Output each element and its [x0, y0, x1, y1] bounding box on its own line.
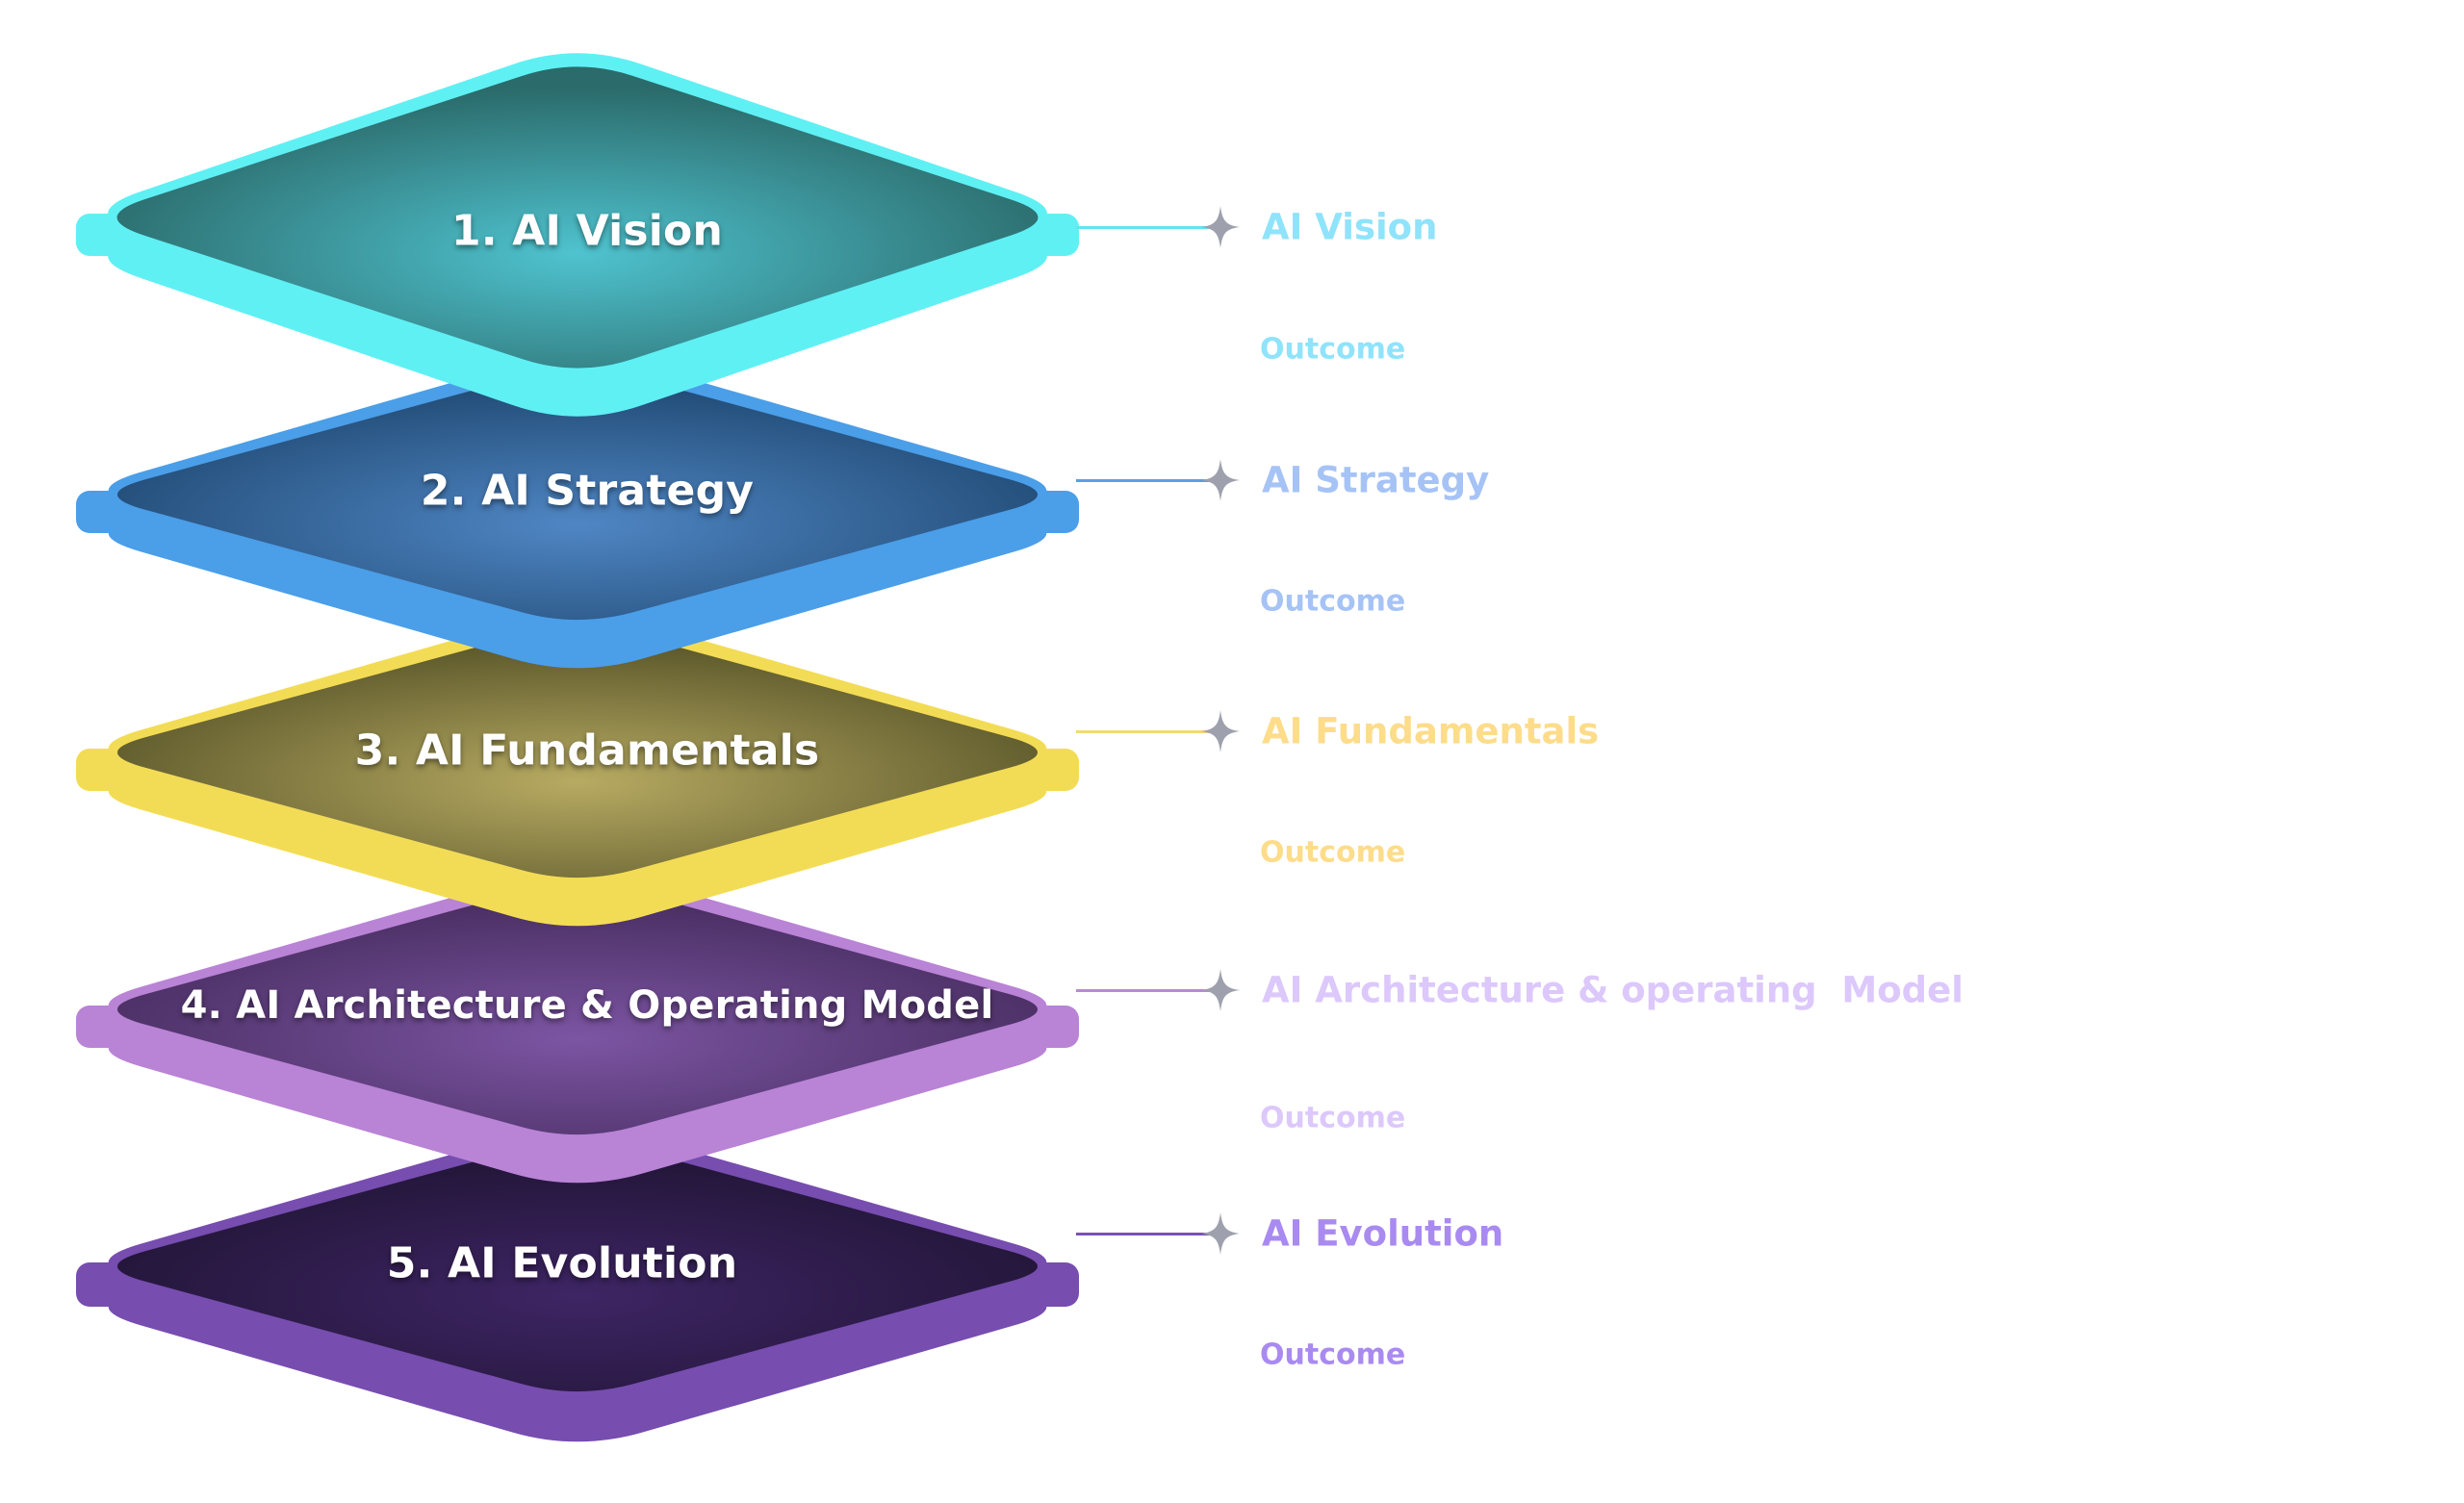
layer-2: [76, 355, 1079, 669]
four-point-star-icon: [1201, 206, 1240, 248]
connector-line: [1076, 730, 1211, 733]
layer-face: [116, 883, 1039, 1135]
layer-title: 1. AI Vision: [451, 206, 723, 256]
connector-line: [1076, 226, 1211, 229]
side-label: AI Architecture & operating Model: [1262, 969, 1964, 1011]
connector-line: [1076, 989, 1211, 992]
layer-face: [116, 626, 1039, 879]
side-label: AI Fundamentals: [1262, 710, 1600, 752]
connector-line: [1076, 479, 1211, 482]
connector-line: [1076, 1233, 1211, 1236]
layer-title: 3. AI Fundamentals: [354, 726, 820, 776]
layer-4: [76, 870, 1079, 1184]
layer-title: 4. AI Architecture & Operating Model: [180, 983, 994, 1028]
four-point-star-icon: [1201, 710, 1240, 752]
outcome-label: Outcome: [1260, 332, 1406, 367]
side-label: AI Evolution: [1262, 1212, 1504, 1255]
layer-face: [116, 66, 1039, 369]
side-label: AI Strategy: [1262, 459, 1490, 501]
four-point-star-icon: [1201, 969, 1240, 1011]
layer-5: [76, 1127, 1079, 1442]
outcome-label: Outcome: [1260, 1337, 1406, 1372]
four-point-star-icon: [1201, 459, 1240, 501]
outcome-label: Outcome: [1260, 584, 1406, 619]
layer-face: [116, 1140, 1039, 1392]
layer-1: [76, 53, 1079, 417]
layer-title: 5. AI Evolution: [386, 1238, 738, 1288]
layer-face: [116, 369, 1039, 621]
outcome-label: Outcome: [1260, 835, 1406, 870]
layer-3: [76, 613, 1079, 927]
four-point-star-icon: [1201, 1212, 1240, 1255]
side-label: AI Vision: [1262, 206, 1438, 248]
outcome-label: Outcome: [1260, 1101, 1406, 1135]
layer-title: 2. AI Strategy: [420, 466, 755, 516]
